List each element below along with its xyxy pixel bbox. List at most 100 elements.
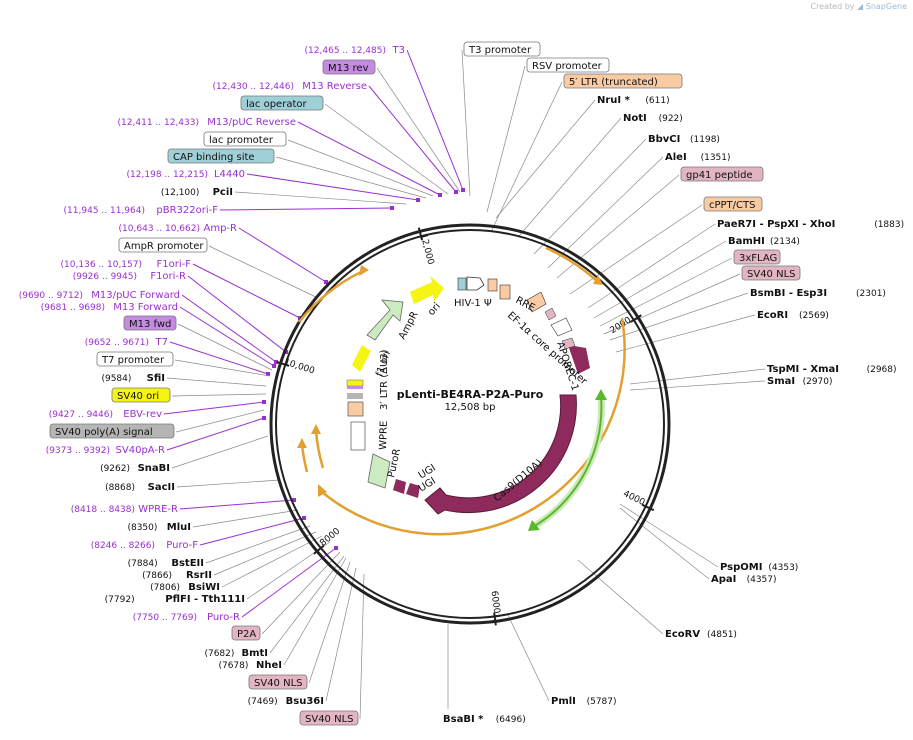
feature-ugi-1[interactable] bbox=[406, 483, 420, 498]
leader-rsrii bbox=[213, 531, 317, 576]
label-wprer[interactable]: WPRE-R bbox=[138, 504, 178, 515]
feature-hiv-arrow[interactable] bbox=[466, 276, 485, 291]
feature-wpre[interactable] bbox=[350, 421, 366, 451]
label-smai[interactable]: SmaI bbox=[767, 376, 795, 387]
label-ecorv[interactable]: EcoRV bbox=[665, 629, 700, 640]
label-tspmi[interactable]: TspMI - XmaI bbox=[767, 364, 839, 375]
feature-cppt[interactable] bbox=[526, 291, 547, 313]
label-nhei[interactable]: NheI bbox=[256, 660, 282, 671]
feature-puror[interactable] bbox=[367, 453, 391, 489]
feature-arc-left-1[interactable] bbox=[300, 443, 309, 473]
label-ecori[interactable]: EcoRI bbox=[757, 310, 788, 321]
feature-ori[interactable] bbox=[410, 276, 444, 304]
label-purof[interactable]: Puro-F bbox=[166, 540, 198, 551]
label-sacii[interactable]: SacII bbox=[148, 482, 175, 493]
feature-flag-bar[interactable] bbox=[544, 307, 557, 321]
label-f1orif[interactable]: F1ori-F bbox=[157, 259, 192, 270]
label-box-sv40nls-l1[interactable] bbox=[248, 674, 308, 690]
feature-sv40ori-bar[interactable] bbox=[346, 379, 364, 387]
label-box-sv40nls-r[interactable] bbox=[741, 265, 801, 281]
label-pos-wprer: (8418 .. 8438) bbox=[71, 505, 135, 515]
label-alei[interactable]: AleI bbox=[665, 152, 687, 163]
label-paer7i[interactable]: PaeR7I - PspXI - XhoI bbox=[717, 219, 835, 230]
label-puror[interactable]: Puro-R bbox=[207, 612, 240, 623]
label-apai[interactable]: ApaI bbox=[711, 574, 736, 585]
label-pcii[interactable]: PciI bbox=[213, 187, 233, 198]
label-box-t7prom[interactable] bbox=[96, 351, 174, 367]
feature-arc-top-right[interactable] bbox=[545, 246, 599, 283]
label-nrui[interactable]: NruI * bbox=[597, 95, 631, 106]
label-m13reverse[interactable]: M13 Reverse bbox=[302, 81, 367, 92]
label-bbvci[interactable]: BbvCI bbox=[648, 134, 680, 145]
label-bamhi[interactable]: BamHI bbox=[728, 236, 765, 247]
label-pos-t3: (12,465 .. 12,485) bbox=[305, 46, 386, 56]
feature-sv40pa-bar[interactable] bbox=[347, 393, 363, 399]
label-box-gp41[interactable] bbox=[680, 166, 764, 182]
feature-cas9[interactable] bbox=[424, 394, 577, 515]
label-noti[interactable]: NotI bbox=[623, 113, 647, 124]
arc-arrow-5 bbox=[318, 484, 327, 497]
feature-gp41-bar[interactable] bbox=[487, 278, 498, 292]
label-bsabi[interactable]: BsaBI * bbox=[443, 714, 484, 725]
label-box-lacop[interactable] bbox=[240, 95, 324, 111]
label-rsrii[interactable]: RsrII bbox=[186, 570, 212, 581]
label-bsiwi[interactable]: BsiWI bbox=[188, 582, 220, 593]
label-mlui[interactable]: MluI bbox=[167, 522, 191, 533]
label-box-rsv-promoter[interactable] bbox=[526, 57, 610, 73]
ring-tick-1 bbox=[641, 503, 655, 512]
feature-ef1a[interactable] bbox=[550, 317, 573, 337]
leader-m13f bbox=[179, 306, 275, 367]
label-box-sv40nls-l2[interactable] bbox=[299, 710, 359, 726]
label-t3[interactable]: T3 bbox=[392, 45, 405, 56]
label-box-amprprom[interactable] bbox=[118, 237, 208, 253]
label-snabi[interactable]: SnaBI bbox=[138, 463, 170, 474]
label-box-3xflag[interactable] bbox=[733, 249, 781, 265]
feature-apobec[interactable] bbox=[568, 345, 590, 374]
label-sfii[interactable]: SfiI bbox=[147, 373, 165, 384]
feature-rre[interactable] bbox=[499, 284, 511, 300]
label-sv40par[interactable]: SV40pA-R bbox=[116, 445, 165, 456]
feature-f1ori[interactable] bbox=[352, 345, 371, 372]
label-m13puc[interactable]: M13/pUC Reverse bbox=[207, 117, 296, 128]
label-box-sv40ori[interactable] bbox=[111, 387, 171, 403]
label-sv40nls-r: SV40 NLS bbox=[747, 269, 796, 280]
label-f1orir[interactable]: F1ori-R bbox=[150, 271, 186, 282]
label-p2a: P2A bbox=[237, 629, 256, 640]
leader-sv40par bbox=[166, 417, 265, 451]
label-pos-bsteii: (7884) bbox=[128, 559, 158, 569]
label-l4440[interactable]: L4440 bbox=[214, 169, 245, 180]
label-m13f[interactable]: M13 Forward bbox=[113, 302, 178, 313]
label-pos-puror: (7750 .. 7769) bbox=[133, 613, 197, 623]
label-box-lacprom[interactable] bbox=[203, 131, 287, 147]
feature-t7-bar[interactable] bbox=[347, 386, 363, 389]
label-bsmbi[interactable]: BsmBI - Esp3I bbox=[750, 288, 827, 299]
label-ebvrev[interactable]: EBV-rev bbox=[123, 409, 162, 420]
label-bsu36i[interactable]: Bsu36I bbox=[286, 696, 324, 707]
label-bsteii[interactable]: BstEII bbox=[171, 558, 204, 569]
feature-arc-large[interactable] bbox=[321, 317, 626, 536]
label-ampr-p[interactable]: Amp-R bbox=[204, 223, 238, 234]
feature-ltr3[interactable] bbox=[347, 401, 364, 417]
feature-arc-left-2[interactable] bbox=[314, 429, 325, 469]
label-box-m13rev[interactable] bbox=[322, 59, 376, 75]
label-bmti[interactable]: BmtI bbox=[241, 648, 268, 659]
feature-ugi-2[interactable] bbox=[393, 479, 406, 494]
feature-ampr[interactable] bbox=[366, 299, 404, 341]
label-box-p2a[interactable] bbox=[231, 625, 261, 641]
feature-hiv-psi[interactable] bbox=[457, 277, 467, 291]
label-pmli[interactable]: PmlI bbox=[551, 696, 576, 707]
label-box-cppt[interactable] bbox=[703, 196, 763, 212]
feature-arc-lentiviral[interactable] bbox=[298, 270, 362, 323]
label-m13pucf[interactable]: M13/pUC Forward bbox=[91, 290, 180, 301]
feature-nls-bar[interactable] bbox=[561, 337, 576, 350]
label-pspomi[interactable]: PspOMI bbox=[720, 562, 762, 573]
label-pflfi[interactable]: PflFI - Tth111I bbox=[165, 594, 245, 605]
label-t7[interactable]: T7 bbox=[155, 337, 168, 348]
label-box-m13fwd[interactable] bbox=[123, 315, 177, 331]
label-box-sv40pa[interactable] bbox=[49, 423, 175, 439]
label-box-cap[interactable] bbox=[167, 148, 275, 164]
label-box-t3-promoter[interactable] bbox=[463, 41, 541, 57]
label-pbr322[interactable]: pBR322ori-F bbox=[156, 205, 218, 216]
label-box-ltr-truncated[interactable] bbox=[563, 73, 683, 89]
